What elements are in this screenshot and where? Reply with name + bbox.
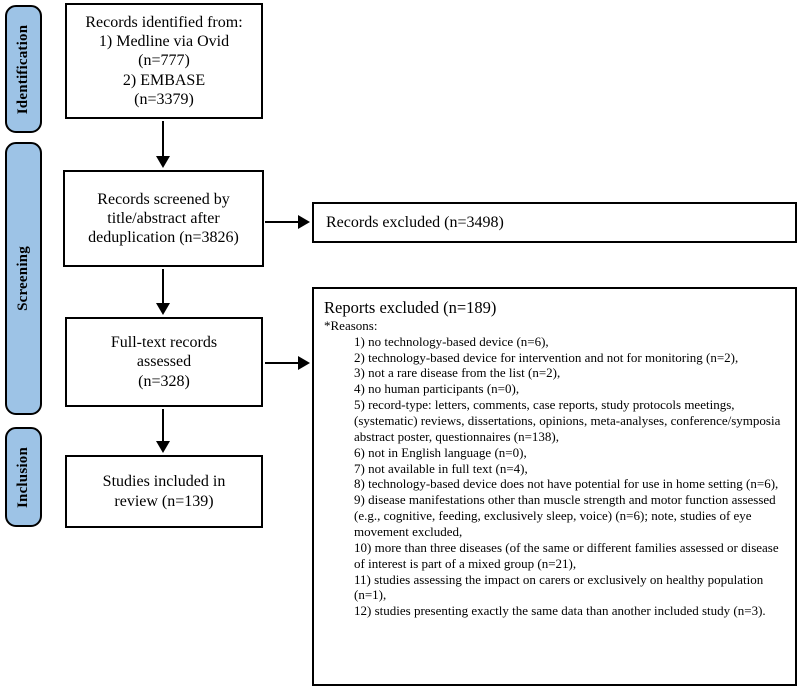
fulltext-assessed-line: Full-text records [110, 334, 218, 352]
arrow-identified-to-screened [156, 121, 170, 168]
exclusion-reason-9: 9) disease manifestations other than mus… [354, 492, 776, 539]
exclusion-reason-4: 4) no human participants (n=0), [354, 381, 520, 397]
exclusion-reason-12: 12) studies presenting exactly the same … [354, 603, 766, 619]
stage-label-identification-text: Identification [15, 24, 31, 114]
stage-label-inclusion-text: Inclusion [15, 446, 31, 508]
exclusion-reason-3: 3) not a rare disease from the list (n=2… [354, 365, 561, 381]
records-screened-line: deduplication (n=3826) [88, 229, 239, 247]
arrow-head-icon [156, 303, 170, 315]
arrow-shaft [265, 362, 300, 364]
reports-excluded-title: Reports excluded (n=189) [324, 298, 497, 317]
exclusion-reason-6: 6) not in English language (n=0), [354, 444, 527, 460]
records-screened-line: Records screened by [97, 190, 230, 208]
arrow-shaft [162, 409, 164, 443]
stage-label-screening: Screening [5, 142, 42, 415]
stage-label-identification: Identification [5, 5, 42, 133]
arrow-fulltext-to-reports-excluded [265, 356, 310, 370]
stage-label-screening-text: Screening [15, 246, 32, 311]
records-excluded-text: Records excluded (n=3498) [326, 213, 504, 231]
arrow-screened-to-records-excluded [265, 215, 310, 229]
records-identified-line: (n=777) [138, 52, 190, 70]
arrow-head-icon [156, 156, 170, 168]
fulltext-assessed-line: (n=328) [138, 372, 190, 390]
records-excluded-box: Records excluded (n=3498) [312, 202, 797, 243]
studies-included-line: review (n=139) [114, 492, 214, 510]
stage-label-inclusion: Inclusion [5, 427, 42, 527]
studies-included-line: Studies included in [102, 473, 226, 491]
arrow-shaft [162, 121, 164, 158]
records-identified-box: Records identified from: 1) Medline via … [65, 3, 263, 119]
exclusion-reason-8: 8) technology-based device does not have… [354, 476, 779, 492]
arrow-fulltext-to-included [156, 409, 170, 453]
records-identified-line: (n=3379) [134, 90, 194, 108]
records-identified-line: 2) EMBASE [122, 71, 206, 89]
exclusion-reason-1: 1) no technology-based device (n=6), [354, 333, 549, 349]
arrow-head-icon [298, 215, 310, 229]
arrow-head-icon [156, 441, 170, 453]
exclusion-reason-11: 11) studies assessing the impact on care… [354, 571, 764, 603]
arrow-head-icon [298, 356, 310, 370]
exclusion-reason-2: 2) technology-based device for intervent… [354, 349, 739, 365]
arrow-screened-to-fulltext [156, 269, 170, 315]
reports-excluded-reasons-label: *Reasons: [324, 317, 378, 333]
arrow-shaft [265, 221, 300, 223]
reports-excluded-box: Reports excluded (n=189) *Reasons: 1) no… [312, 287, 797, 686]
arrow-shaft [162, 269, 164, 305]
records-identified-line: Records identified from: [85, 14, 243, 32]
records-identified-line: 1) Medline via Ovid [98, 33, 230, 51]
exclusion-reason-7: 7) not available in full text (n=4), [354, 460, 528, 476]
fulltext-assessed-box: Full-text records assessed (n=328) [65, 317, 263, 407]
fulltext-assessed-line: assessed [136, 353, 192, 371]
records-screened-box: Records screened by title/abstract after… [63, 170, 264, 267]
exclusion-reason-5: 5) record-type: letters, comments, case … [354, 397, 781, 444]
studies-included-box: Studies included in review (n=139) [65, 455, 263, 528]
exclusion-reason-10: 10) more than three diseases (of the sam… [354, 539, 779, 571]
records-screened-line: title/abstract after [107, 209, 220, 227]
